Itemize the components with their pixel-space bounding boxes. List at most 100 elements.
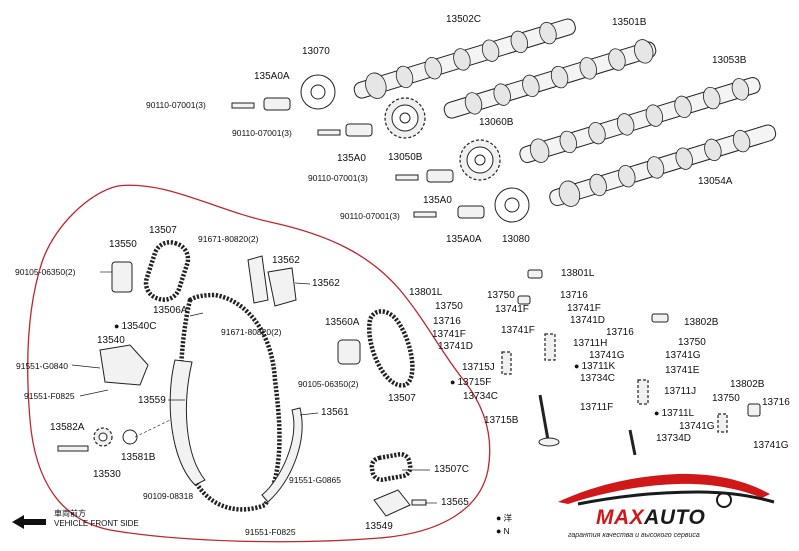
label-13562-b: 13562 [312, 278, 340, 289]
label-13050B: 13050B [388, 152, 423, 163]
bolts-upper [231, 97, 485, 219]
label-13054A: 13054A [698, 176, 733, 187]
label-13540C: 13540C [114, 322, 156, 332]
label-91551-G0840: 91551-G0840 [16, 361, 68, 371]
label-13070: 13070 [302, 46, 330, 57]
label-13715B: 13715B [484, 415, 519, 426]
label-13581B: 13581B [121, 452, 156, 463]
label-13741D-a: 13741D [570, 315, 606, 326]
chain-13507-right [366, 309, 415, 388]
valve-13715B [538, 394, 560, 447]
cam-phaser-13080 [494, 187, 530, 223]
label-135A0A-b: 135A0A [446, 234, 482, 245]
label-13060B: 13060B [479, 117, 514, 128]
label-135A0-b: 135A0 [423, 195, 452, 206]
label-13750-b: 13750 [435, 301, 463, 312]
label-13711K: 13711K [574, 362, 615, 372]
chain-guide-13559 [169, 359, 206, 486]
label-13565: 13565 [441, 497, 469, 508]
logo-brand-auto: AUTO [644, 506, 706, 529]
guide-13562 [247, 255, 297, 307]
guide-13549 [373, 489, 411, 517]
label-13549: 13549 [365, 521, 393, 532]
label-13734C-b: 13734C [463, 391, 499, 402]
label-13741G-a: 13741G [589, 350, 625, 361]
chain-13507-top [143, 240, 191, 302]
logo-brand: MAXAUTO [596, 506, 705, 530]
label-bolt-2: 90110-07001(3) [232, 128, 292, 138]
lifters [517, 269, 761, 417]
cam-sprocket-13050B [384, 97, 426, 139]
label-13741D-b: 13741D [438, 341, 474, 352]
legend-2: N [496, 527, 509, 536]
car-silhouette-icon [558, 473, 775, 508]
label-13716-c: 13716 [606, 327, 634, 338]
label-13080: 13080 [502, 234, 530, 245]
label-13550: 13550 [109, 239, 137, 250]
valve-13715 [628, 429, 637, 456]
label-13560A: 13560A [325, 317, 360, 328]
label-13801L-b: 13801L [409, 287, 443, 298]
highlight-outline [27, 184, 491, 543]
label-13561: 13561 [321, 407, 349, 418]
label-13741G-c: 13741G [679, 421, 715, 432]
label-13582A: 13582A [50, 422, 85, 433]
tensioner-13550 [111, 261, 133, 293]
label-13741F-d: 13741F [501, 325, 535, 336]
camshaft-13502C [353, 18, 576, 99]
label-91671-b: 91671-80820(2) [221, 327, 282, 337]
label-13741F-b: 13741F [567, 303, 601, 314]
label-13711J: 13711J [664, 386, 697, 397]
crank-sprocket-13530 [93, 427, 138, 447]
label-13750-c: 13750 [678, 337, 706, 348]
label-13540: 13540 [97, 335, 125, 346]
camshaft-13053B [519, 77, 761, 163]
label-13801L-a: 13801L [561, 268, 595, 279]
maxauto-logo: MAXAUTO гарантия качества и высокого сер… [548, 468, 780, 548]
label-13716-b: 13716 [433, 316, 461, 327]
label-13741G-b: 13741G [665, 350, 701, 361]
label-13530: 13530 [93, 469, 121, 480]
label-13507-b: 13507 [388, 393, 416, 404]
label-13741F-c: 13741F [432, 329, 466, 340]
logo-brand-max: MAX [596, 506, 645, 529]
label-13715F: 13715F [450, 378, 491, 388]
label-13802B-b: 13802B [730, 379, 765, 390]
label-13501B: 13501B [612, 17, 647, 28]
bolt-13582A [57, 445, 89, 452]
label-13562-a: 13562 [272, 255, 300, 266]
label-13716-a: 13716 [560, 290, 588, 301]
label-135A0: 135A0 [337, 153, 366, 164]
label-90105-b: 90105-06350(2) [298, 379, 359, 389]
label-13711F: 13711F [580, 402, 614, 413]
label-13711H: 13711H [573, 338, 608, 349]
leader-lines [71, 271, 437, 504]
chain-guide-13561 [261, 407, 303, 503]
chain-13507C [369, 452, 413, 482]
label-13506A: 13506A [153, 305, 188, 316]
label-bolt-1: 90110-07001(3) [146, 100, 206, 110]
vehicle-front-note: 車両前方 VEHICLE FRONT SIDE [12, 508, 139, 528]
label-13715J: 13715J [462, 362, 495, 373]
label-13734C-a: 13734C [580, 373, 616, 384]
dashed-guides [134, 419, 171, 438]
label-13741F-a: 13741F [495, 304, 529, 315]
label-13502C: 13502C [446, 14, 482, 25]
cam-phaser-13070 [300, 74, 336, 110]
bolt-13565 [411, 499, 427, 506]
label-91551-F0825-a: 91551-F0825 [24, 391, 75, 401]
label-13507C: 13507C [434, 464, 470, 475]
cam-sprocket-13060B [459, 139, 501, 181]
tensioner-13540 [99, 344, 149, 386]
label-13507-top: 13507 [149, 225, 177, 236]
label-13734D: 13734D [656, 433, 692, 444]
label-13053B: 13053B [712, 55, 747, 66]
label-bolt-3: 90110-07001(3) [308, 173, 368, 183]
tensioner-13560A [337, 339, 361, 365]
label-13711L: 13711L [654, 409, 694, 419]
legend-1: 洋 [496, 514, 512, 523]
label-13750-d: 13750 [712, 393, 740, 404]
vehicle-front-cn: 車両前方 [54, 509, 86, 518]
